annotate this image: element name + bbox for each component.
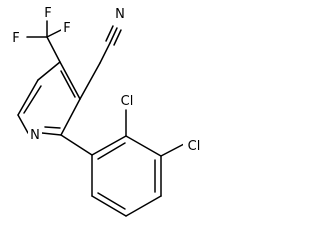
bond-ph-c4-c5 xyxy=(125,195,162,217)
bond-c2-n1 xyxy=(41,132,62,136)
bond-c4-to-cf3 xyxy=(46,36,61,63)
bond-ch2-to-cn-carbon xyxy=(99,42,111,64)
molecule-structure-diagram: F F F N N Cl Cl xyxy=(10,5,205,217)
bond-c6-c5-inner xyxy=(23,85,42,114)
atom-label-cl-ortho: Cl xyxy=(121,94,134,109)
bond-c4-c3 xyxy=(59,61,81,100)
atom-label-f-top: F xyxy=(44,6,51,21)
atom-labels: F F F N N Cl Cl xyxy=(10,5,205,154)
bond-nitrile-2 xyxy=(105,25,114,42)
bond-c5-c4 xyxy=(37,61,61,81)
bond-ph-inner-a xyxy=(97,142,126,160)
atom-label-f-right: F xyxy=(63,21,70,36)
bond-ph-c1-c2 xyxy=(91,135,127,156)
bond-c3-to-ch2 xyxy=(79,62,101,100)
atom-label-cl-meta: Cl xyxy=(188,139,201,154)
atom-label-f-left: F xyxy=(12,31,19,46)
atom-label-n-pyridine: N xyxy=(30,128,40,143)
bond-n1-c6 xyxy=(17,114,29,134)
atom-label-n-nitrile: N xyxy=(115,7,125,22)
bond-cf3-c-to-f-right xyxy=(46,29,62,38)
bond-c6-c5 xyxy=(17,79,39,116)
bond-c2-n1-inner xyxy=(44,126,61,129)
bond-ph-c5-c6 xyxy=(91,195,127,217)
bond-c2-to-phenyl xyxy=(60,134,93,156)
bond-ph-inner-c xyxy=(97,192,126,210)
bond-c3-c2 xyxy=(60,98,81,136)
bond-nitrile-3 xyxy=(113,29,122,46)
bond-ph-c2-c3 xyxy=(125,135,162,157)
bond-nitrile-1 xyxy=(109,27,118,44)
bond-c4-c3-inner xyxy=(60,70,76,98)
bond-ph-to-cl-meta xyxy=(160,143,185,157)
bond-lines xyxy=(17,20,185,217)
